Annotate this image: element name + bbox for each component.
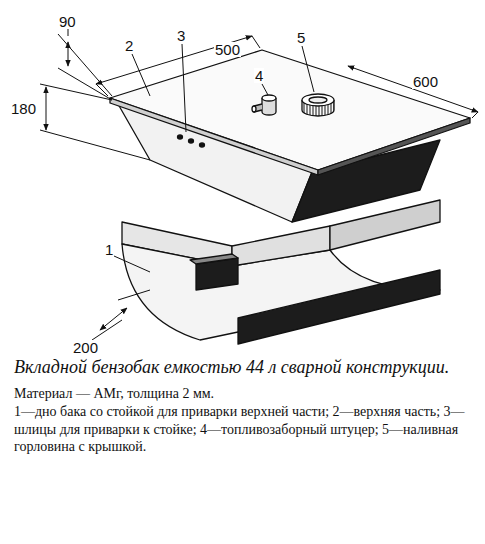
dimension-lines: [40, 28, 478, 340]
filler-neck-cap: [302, 94, 334, 116]
dimension: 500: [214, 42, 241, 57]
dimension: 200: [72, 340, 99, 355]
slot: [178, 135, 183, 139]
figure-caption: Вкладной бензобак емкостью 44 л сварной …: [14, 356, 474, 379]
slot: [189, 139, 194, 143]
fuel-tank-illustration: [0, 0, 485, 350]
figure-note: 1—дно бака со стойкой для приварки верхн…: [14, 403, 476, 456]
plate-edge-right: [318, 118, 470, 175]
callout-number: 3: [176, 28, 186, 43]
callout-number: 5: [296, 30, 306, 45]
callout-number: 2: [124, 38, 134, 53]
top-plate: [110, 50, 470, 170]
callout-number: 1: [104, 242, 114, 257]
figure-note: Материал — АМг, толщина 2 мм.: [14, 385, 476, 403]
tank-bottom: [122, 200, 440, 344]
fuel-outlet-fitting: [252, 95, 276, 115]
slot: [200, 143, 205, 147]
callout-number: 4: [254, 68, 264, 83]
dimension: 90: [58, 14, 77, 29]
dimension: 600: [412, 74, 439, 89]
plate-edge: [110, 98, 318, 175]
dimension: 180: [10, 101, 37, 116]
